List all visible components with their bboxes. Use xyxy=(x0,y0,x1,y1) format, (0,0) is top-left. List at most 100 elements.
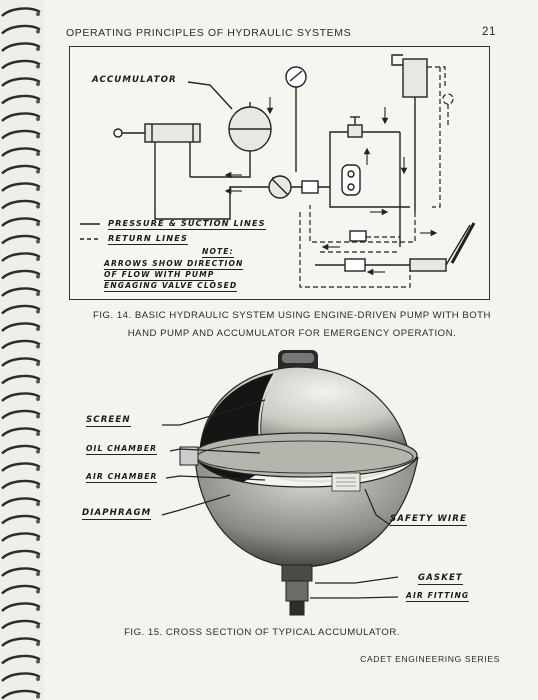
binding-hole xyxy=(36,607,40,611)
binding-coil xyxy=(1,77,41,87)
binding-coil xyxy=(1,602,41,612)
binding-coil xyxy=(1,427,41,437)
note-line-1: ARROWS SHOW DIRECTION xyxy=(104,259,244,270)
binding-hole xyxy=(36,467,40,471)
binding-coil xyxy=(1,672,41,682)
binding-hole xyxy=(36,589,40,594)
binding-hole xyxy=(36,47,40,51)
accumulator-cross-section: SCREEN OIL CHAMBER AIR CHAMBER DIAPHRAGM… xyxy=(60,345,520,630)
binding-coil xyxy=(1,147,41,157)
note-line-3: ENGAGING VALVE CLOSED xyxy=(104,281,238,292)
binding-hole xyxy=(36,694,40,699)
binding-coil xyxy=(1,462,41,472)
binding-coil xyxy=(1,217,41,227)
binding-hole xyxy=(36,257,40,261)
binding-hole xyxy=(36,554,40,559)
binding-coil xyxy=(1,252,41,262)
binding-hole xyxy=(36,152,40,156)
binding-coil xyxy=(1,567,41,577)
binding-hole xyxy=(36,12,40,16)
binding-hole xyxy=(36,624,40,629)
binding-hole xyxy=(36,659,40,664)
binding-coil xyxy=(1,497,41,507)
binding-hole xyxy=(36,82,40,86)
binding-hole xyxy=(36,677,40,681)
binding-coil xyxy=(1,24,41,35)
binding-hole xyxy=(36,344,40,349)
binding-hole xyxy=(36,134,40,139)
legend-pressure-suction: PRESSURE & SUCTION LINES xyxy=(108,218,266,230)
binding-hole xyxy=(36,397,40,401)
binding-coil xyxy=(1,7,41,17)
safety-wire-label: SAFETY WIRE xyxy=(390,514,467,526)
air-fitting-label: AIR FITTING xyxy=(406,591,470,602)
binding-hole xyxy=(36,432,40,436)
binding-hole xyxy=(36,187,40,191)
note-heading: NOTE: xyxy=(202,247,234,258)
binding-coil xyxy=(1,304,41,315)
figure-14-caption: FIG. 14. BASIC HYDRAULIC SYSTEM USING EN… xyxy=(72,307,512,343)
binding-hole xyxy=(36,484,40,489)
binding-hole xyxy=(36,29,40,34)
schematic-drawing xyxy=(80,54,476,288)
oil-chamber-label: OIL CHAMBER xyxy=(86,444,158,455)
figure-14-caption-line-2: HAND PUMP AND ACCUMULATOR FOR EMERGENCY … xyxy=(127,328,457,339)
binding-hole xyxy=(36,414,40,419)
binding-coil xyxy=(1,374,41,385)
binding-coil xyxy=(1,164,41,175)
accumulator-drawing xyxy=(161,350,419,616)
binding-coil xyxy=(1,392,41,402)
note-line-2: OF FLOW WITH PUMP xyxy=(104,270,215,281)
binding-hole xyxy=(36,362,40,366)
binding-coil xyxy=(1,409,41,420)
binding-hole xyxy=(36,99,40,104)
diaphragm-label: DIAPHRAGM xyxy=(82,508,152,520)
binding-hole xyxy=(36,169,40,174)
header-title: OPERATING PRINCIPLES OF HYDRAULIC SYSTEM… xyxy=(66,27,352,39)
binding-coil xyxy=(1,287,41,297)
binding-hole xyxy=(36,222,40,226)
binding-hole xyxy=(36,519,40,524)
screen-label: SCREEN xyxy=(86,415,131,427)
binding-hole xyxy=(36,239,40,244)
binding-hole xyxy=(36,292,40,296)
binding-hole xyxy=(36,309,40,314)
gasket-label: GASKET xyxy=(418,573,463,585)
binding-coil xyxy=(1,112,41,122)
binding-hole xyxy=(36,642,40,646)
binding-coil xyxy=(1,357,41,367)
binding-coil xyxy=(1,339,41,350)
binding-hole xyxy=(36,502,40,506)
series-footer: CADET ENGINEERING SERIES xyxy=(360,654,500,664)
binding-hole xyxy=(36,204,40,209)
binding-coil xyxy=(1,269,41,280)
page-number: 21 xyxy=(482,26,496,38)
binding-coil xyxy=(1,444,41,455)
binding-coil xyxy=(1,549,41,560)
figure-15-caption: FIG. 15. CROSS SECTION OF TYPICAL ACCUMU… xyxy=(124,627,400,638)
binding-hole xyxy=(36,572,40,576)
binding-coil xyxy=(1,322,41,332)
binding-coil xyxy=(1,619,41,630)
binding-coil xyxy=(1,637,41,647)
binding-coil xyxy=(1,129,41,140)
legend-return-lines: RETURN LINES xyxy=(108,233,188,245)
binding-coil xyxy=(1,479,41,490)
binding-coil xyxy=(1,94,41,105)
binding-coil xyxy=(1,584,41,595)
binding-coil xyxy=(1,234,41,245)
binding-coil xyxy=(1,654,41,665)
binding-coil xyxy=(1,59,41,70)
binding-hole xyxy=(36,117,40,121)
hydraulic-system-diagram: ACCUMULATOR PRESSURE & SUCTION LINES RET… xyxy=(69,46,490,300)
figure-14-caption-line-1: FIG. 14. BASIC HYDRAULIC SYSTEM USING EN… xyxy=(93,310,491,321)
binding-hole xyxy=(36,274,40,279)
binding-hole xyxy=(36,379,40,384)
binding-coil xyxy=(1,689,41,700)
binding-coil xyxy=(1,532,41,542)
binding-hole xyxy=(36,537,40,541)
binding-hole xyxy=(36,327,40,331)
spiral-binding xyxy=(0,0,44,700)
running-header: OPERATING PRINCIPLES OF HYDRAULIC SYSTEM… xyxy=(66,26,496,39)
